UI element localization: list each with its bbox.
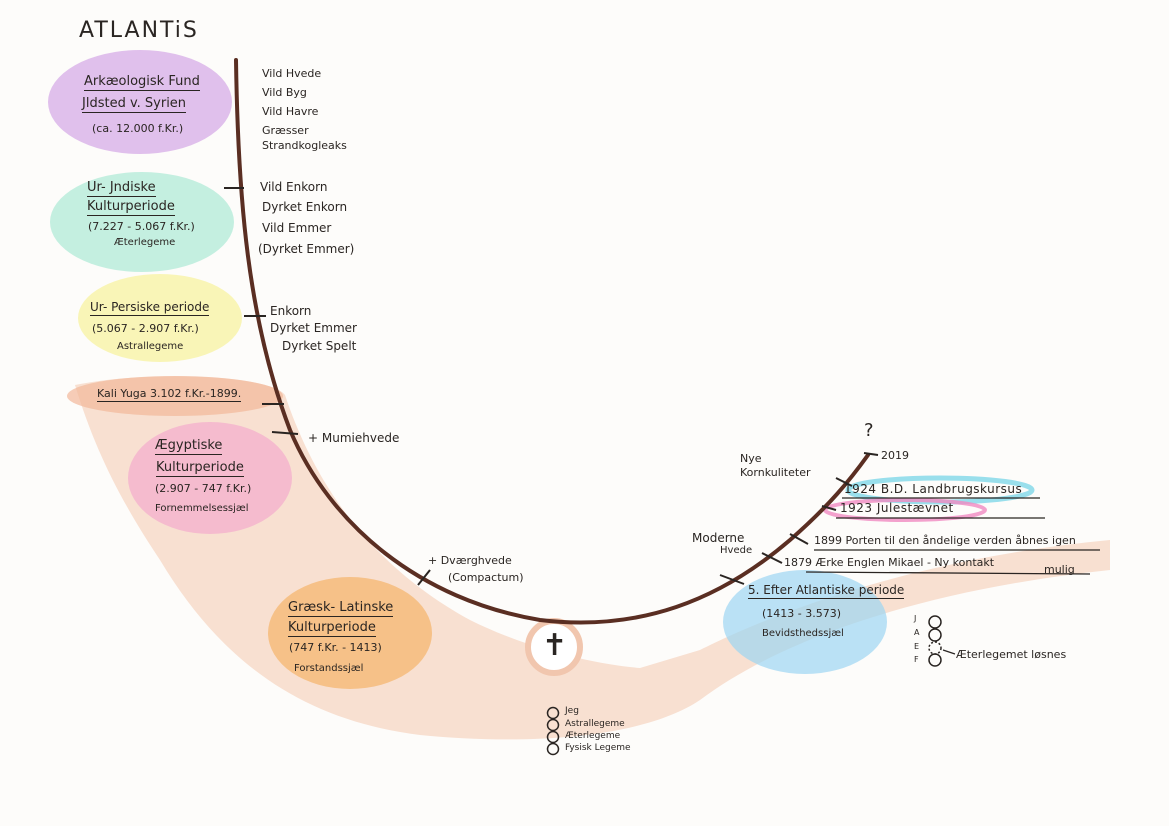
bodies-stack-bottom [546, 706, 560, 756]
aeg-ellipse [128, 422, 292, 534]
tick-efter [719, 574, 745, 585]
moderne-label1: Moderne [692, 531, 745, 545]
urpers-line3: Astrallegeme [117, 341, 184, 352]
body-letter: E [914, 642, 920, 651]
arch-ellipse [48, 50, 232, 154]
graek-line2: Kulturperiode [288, 620, 376, 637]
body-label: Æterlegeme [565, 731, 621, 741]
grain-item: Dyrket Enkorn [262, 200, 348, 214]
urind-ellipse [50, 172, 234, 272]
nye-label1: Nye [740, 452, 762, 465]
efter-line3: Bevidsthedssjæl [762, 628, 844, 639]
page-title: ATLANTiS [79, 18, 199, 43]
grain-item: Strandkogleaks [262, 139, 347, 152]
tick-moderne [761, 552, 783, 564]
kali-ellipse [67, 376, 283, 416]
tick-2019 [863, 452, 879, 456]
arch-line3: (ca. 12.000 f.Kr.) [92, 122, 184, 135]
grain-item: Enkorn [270, 304, 312, 318]
event-2019: 2019 [881, 449, 909, 462]
aeg-line3: (2.907 - 747 f.Kr.) [155, 482, 252, 495]
aeg-line2: Kulturperiode [156, 460, 244, 477]
event-1923: 1923 Julestævnet [840, 501, 954, 515]
urpers-line1: Ur- Persiske periode [90, 300, 210, 316]
aeg-line4: Fornemmelsessjæl [155, 503, 249, 514]
cross-icon: ✝ [542, 628, 568, 663]
urind-line1: Ur- Jndiske [87, 180, 156, 197]
grain-item: Vild Hvede [262, 67, 322, 80]
urind-line4: Æterlegeme [114, 237, 176, 248]
urind-line2: Kulturperiode [87, 199, 175, 216]
grain-item: Græsser [262, 124, 309, 137]
graek-ellipse [268, 577, 432, 689]
urpers-ellipse [78, 274, 242, 362]
mumie-label: + Mumiehvede [308, 431, 400, 445]
arch-line1: Arkæologisk Fund [84, 74, 200, 91]
nye-label2: Kornkuliteter [740, 466, 811, 479]
bodies-stack-right [928, 615, 942, 667]
body-letter: F [914, 655, 919, 664]
grain-item: Vild Byg [262, 86, 307, 99]
e1923-highlight [823, 498, 987, 522]
future-question-mark: ? [864, 420, 874, 441]
efter-line1: 5. Efter Atlantiske periode [748, 583, 905, 599]
body-letter: A [914, 628, 920, 637]
tick-nye [835, 477, 853, 487]
efter-line2: (1413 - 3.573) [762, 607, 842, 620]
event-1899: 1899 Porten til den åndelige verden åbne… [814, 534, 1076, 547]
graek-line3: (747 f.Kr. - 1413) [289, 641, 382, 654]
body-label: Fysisk Legeme [565, 743, 631, 753]
dvaerg-label1: + Dværghvede [428, 554, 512, 567]
urpers-line2: (5.067 - 2.907 f.Kr.) [92, 322, 199, 335]
tick-1899 [789, 533, 809, 545]
kali-line1: Kali Yuga 3.102 f.Kr.-1899. [97, 387, 242, 402]
urind-line3: (7.227 - 5.067 f.Kr.) [88, 220, 195, 233]
grain-item: Vild Emmer [262, 221, 332, 235]
tick-1923 [821, 505, 837, 511]
body-label: Astrallegeme [565, 719, 625, 729]
grain-item: Vild Enkorn [260, 180, 328, 194]
aether-pointer [942, 649, 956, 655]
grain-item: Vild Havre [262, 105, 319, 118]
grain-item: (Dyrket Emmer) [258, 242, 355, 256]
tick-mumie [271, 431, 299, 435]
e1879-underline [805, 571, 1091, 575]
tick-dvaerg [417, 569, 431, 586]
graek-line1: Græsk- Latinske [288, 600, 394, 617]
event-1879-cont: mulig [1044, 563, 1075, 576]
aether-note: Æterlegemet løsnes [956, 648, 1067, 661]
event-1924: 1924 B.D. Landbrugskursus [844, 482, 1023, 496]
body-label: Jeg [565, 706, 579, 716]
grain-item: Dyrket Emmer [270, 321, 357, 335]
efter-ellipse [723, 570, 887, 674]
timeline-curve [234, 58, 870, 625]
aeg-line1: Ægyptiske [155, 438, 223, 455]
dvaerg-label2: (Compactum) [448, 571, 524, 584]
grain-item: Dyrket Spelt [282, 339, 357, 353]
graek-line4: Forstandssjæl [294, 663, 364, 674]
body-letter: J [914, 614, 917, 623]
event-1879: 1879 Ærke Englen Mikael - Ny kontakt [784, 556, 995, 569]
arch-line2: Jldsted v. Syrien [82, 96, 187, 113]
moderne-label2: Hvede [720, 545, 753, 556]
